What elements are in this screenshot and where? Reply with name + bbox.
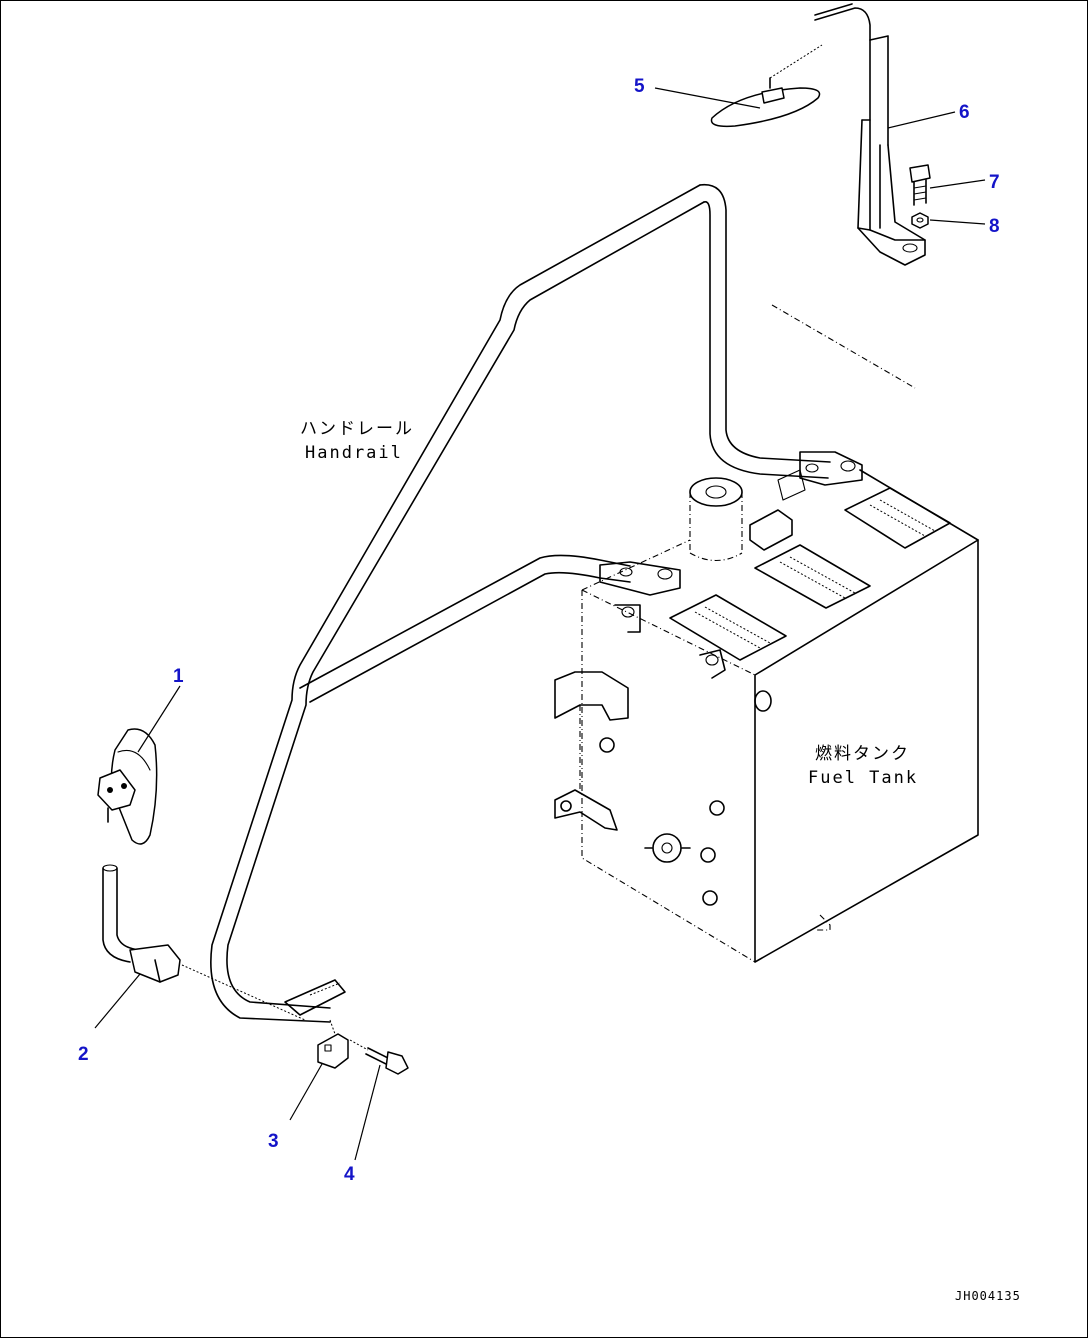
handrail-label-en: Handrail [305,443,403,463]
handrail [210,183,863,1023]
callout-8: 8 [989,216,1000,237]
leader-lines [94,87,986,1161]
part-2-stay [102,864,306,1021]
part-4-bolt [349,1039,409,1075]
cab-outline [771,304,916,389]
fuel-tank [554,469,979,963]
part-6-stay [814,3,926,266]
part-8-washer [911,212,929,229]
part-5-mirror [710,44,823,128]
part-3-clamp [317,1019,349,1069]
callout-7: 7 [989,172,1000,193]
part-7-bolt [909,164,931,206]
callout-2: 2 [78,1044,89,1065]
callout-1: 1 [173,666,184,687]
fuel-tank-label-en: Fuel Tank [808,768,918,788]
part-1-mirror [97,728,158,845]
callout-3: 3 [268,1131,279,1152]
handrail-label-jp: ハンドレール [300,419,414,439]
callout-6: 6 [959,102,970,123]
callout-4: 4 [344,1164,355,1185]
callout-5: 5 [634,76,645,97]
drawing-code: JH004135 [955,1289,1021,1303]
fuel-tank-label-jp: 燃料タンク [815,744,910,764]
